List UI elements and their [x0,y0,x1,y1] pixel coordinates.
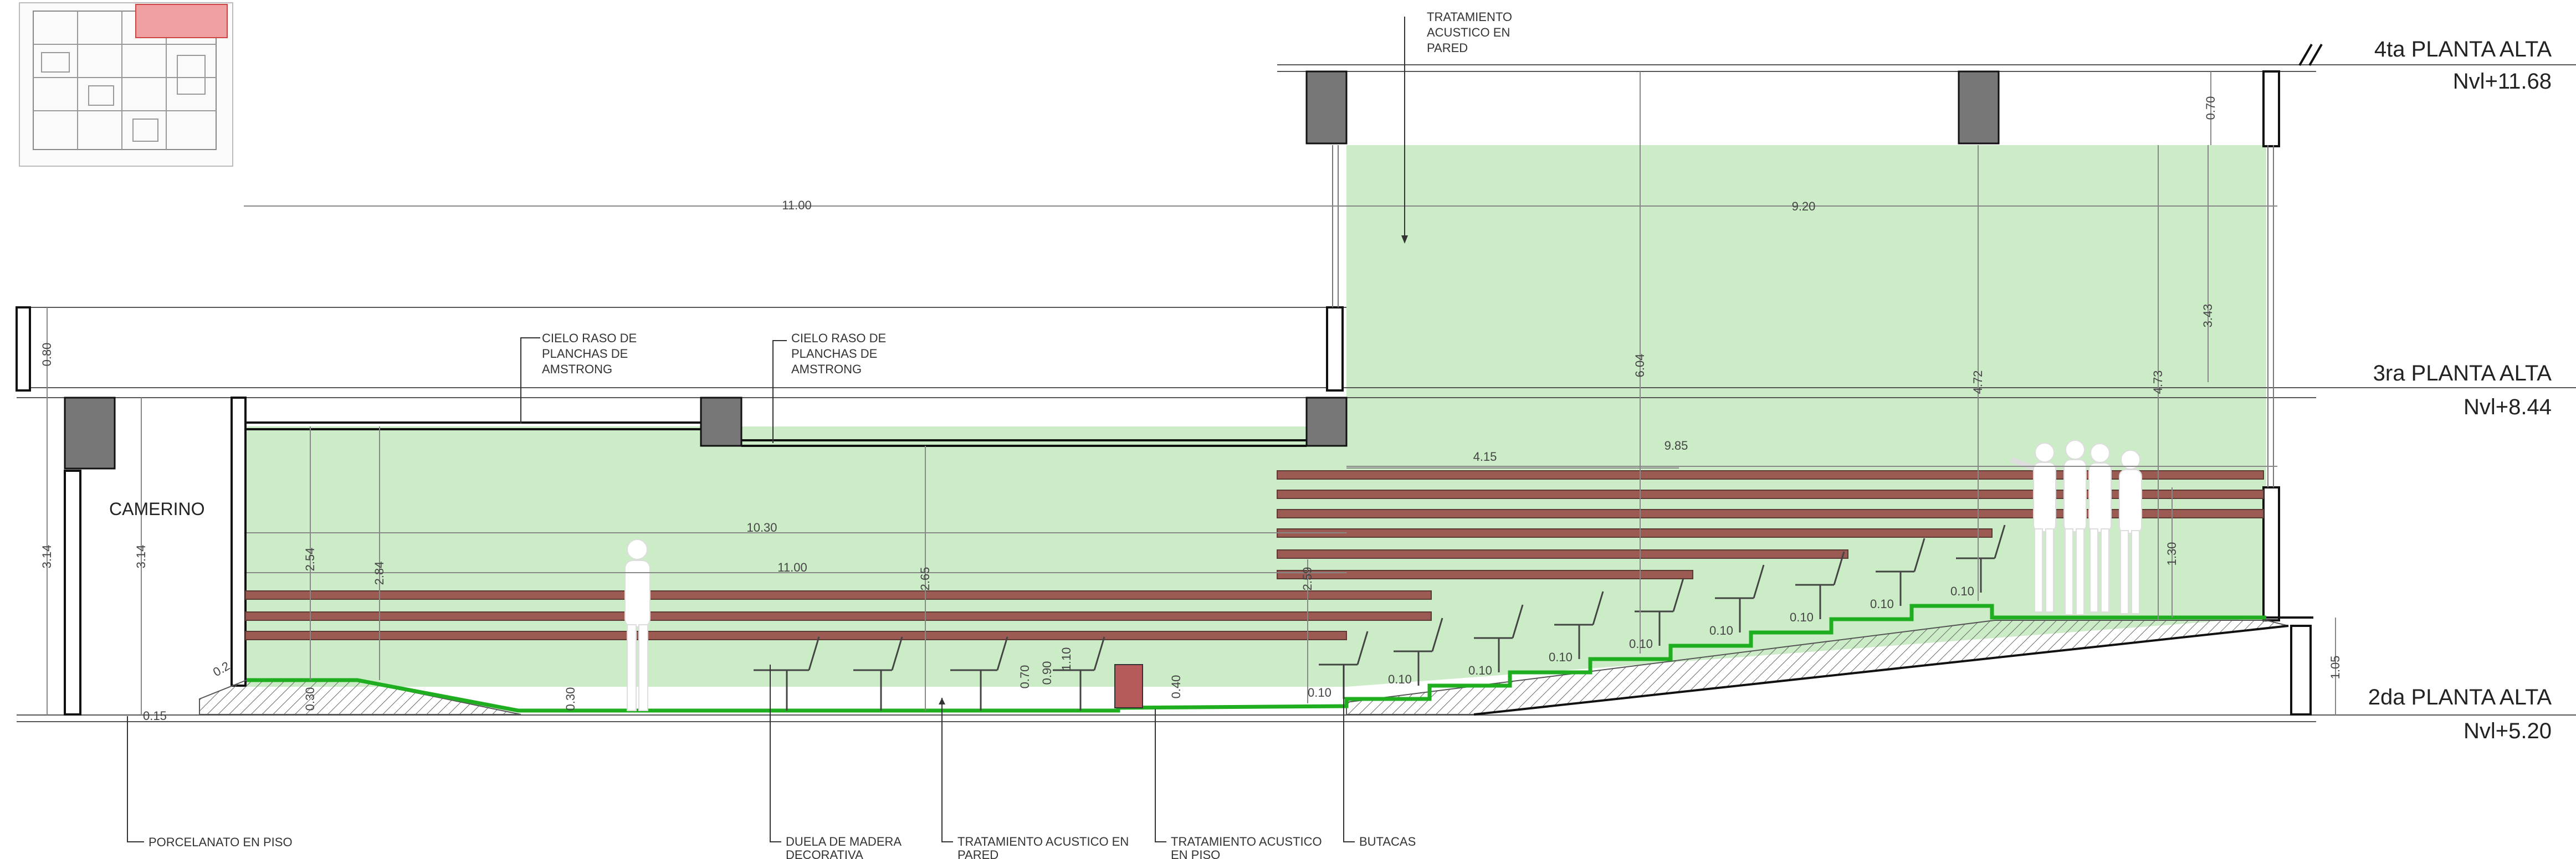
note-tratamiento-pared-bottom-2: PARED [957,848,998,859]
dim-1-30: 1.30 [2165,542,2179,566]
human-figures [624,440,2142,711]
dim-0-30-a: 0.30 [303,687,317,711]
dim-0-70-top: 0.70 [2204,96,2217,120]
dim-9-20: 9.20 [1792,199,1816,213]
dim-0-70-low: 0.70 [1018,665,1032,689]
seat [1795,551,1845,619]
dim-0-30-b: 0.30 [564,687,577,711]
acoustic-zone-low [245,426,1346,687]
dim-0-15: 0.15 [143,709,167,723]
step-dim: 0.10 [1629,637,1653,651]
person-figure [624,539,651,711]
note-duela-2: DECORATIVA [786,848,863,859]
dim-3-43: 3.43 [2201,304,2215,328]
dim-4-15: 4.15 [1473,450,1497,464]
dim-1-10: 1.10 [1059,647,1073,671]
level-elevation-2: Nvl+5.20 [2464,719,2552,743]
dim-0-80: 0.80 [40,343,54,367]
step-dim: 0.10 [1549,650,1573,664]
key-plan-thumbnail [19,2,233,167]
dim-0-2: 0.2 [211,659,232,679]
note-porcelanato: PORCELANATO EN PISO [148,835,293,849]
note-tratamiento-pared-top-2: ACUSTICO EN [1427,25,1510,39]
note-cielo-raso-2-2: PLANCHAS DE [791,347,877,361]
seat [1715,564,1765,632]
level-labels: 4ta PLANTA ALTA Nvl+11.68 3ra PLANTA ALT… [2368,37,2552,743]
floor-acoustic-box [1114,664,1143,708]
dim-0-90: 0.90 [1040,661,1054,685]
break-mark [2298,43,2323,66]
step-dim: 0.10 [1308,686,1331,699]
note-cielo-raso-1-2: PLANCHAS DE [542,347,628,361]
step-dim: 0.10 [1790,610,1814,624]
dim-4-73: 4.73 [2151,371,2165,394]
note-tratamiento-piso-2: EN PISO [1171,848,1220,859]
dim-2-65: 2.65 [918,567,932,591]
level-elevation-3: Nvl+8.44 [2464,395,2552,419]
step-dim: 0.10 [1709,624,1733,637]
step-dim: 0.10 [1950,584,1974,598]
dim-9-85: 9.85 [1665,439,1688,452]
dimension-lines [47,71,2336,715]
dim-3-14-a: 3.14 [40,545,54,569]
decorative-wood-strips [245,470,2264,640]
dim-4-72: 4.72 [1971,371,1985,394]
note-tratamiento-pared-bottom-1: TRATAMIENTO ACUSTICO EN [957,835,1129,848]
group-figures [2010,440,2142,615]
walls [16,70,2312,716]
dim-3-14-b: 3.14 [134,545,148,569]
step-dim: 0.10 [1870,597,1894,611]
note-cielo-raso-2-1: CIELO RASO DE [791,331,886,345]
note-cielo-raso-1-3: AMSTRONG [542,362,612,376]
annotations: TRATAMIENTO ACUSTICO EN PARED CIELO RASO… [148,10,1512,859]
seat [950,636,1008,711]
leader-lines [127,17,1405,842]
level-name-2: 2da PLANTA ALTA [2368,685,2552,709]
dim-2-59: 2.59 [1300,567,1314,591]
dimension-texts: 11.00 9.20 4.15 9.85 10.30 11.00 0.80 3.… [40,96,2342,723]
note-cielo-raso-1-1: CIELO RASO DE [542,331,637,345]
dim-0-40: 0.40 [1169,675,1183,699]
step-dim: 0.10 [1388,672,1412,686]
seat [1956,524,2006,593]
seat [754,636,820,711]
ceiling-panels [245,421,1307,447]
room-label: CAMERINO [109,499,204,519]
note-tratamiento-piso-1: TRATAMIENTO ACUSTICO [1171,835,1322,848]
dim-1-05: 1.05 [2328,656,2342,680]
seat [1394,618,1443,686]
beams [64,70,2000,470]
note-duela-1: DUELA DE MADERA [786,835,902,848]
seat [853,636,903,711]
dim-11-00-mid: 11.00 [777,560,807,574]
seat [1053,636,1105,711]
seats [754,524,2006,711]
dim-10-30: 10.30 [746,521,777,534]
dim-2-54: 2.54 [303,548,317,572]
seat [1474,604,1524,672]
dim-2-84: 2.84 [372,562,386,585]
dim-6-04: 6.04 [1633,354,1647,378]
note-tratamiento-pared-top-1: TRATAMIENTO [1427,10,1512,24]
dim-11-00-top: 11.00 [782,198,811,212]
key-plan-highlight [135,4,228,38]
level-name-3: 3ra PLANTA ALTA [2373,361,2552,385]
glazing [1332,145,2274,487]
note-cielo-raso-2-3: AMSTRONG [791,362,862,376]
seat [1554,591,1604,659]
level-name-4: 4ta PLANTA ALTA [2374,37,2552,61]
seat [1876,538,1925,606]
note-butacas: BUTACAS [1359,835,1416,848]
level-elevation-4: Nvl+11.68 [2453,69,2552,94]
note-tratamiento-pared-top-3: PARED [1427,41,1468,55]
seat [1635,578,1684,646]
step-dim: 0.10 [1468,663,1492,677]
